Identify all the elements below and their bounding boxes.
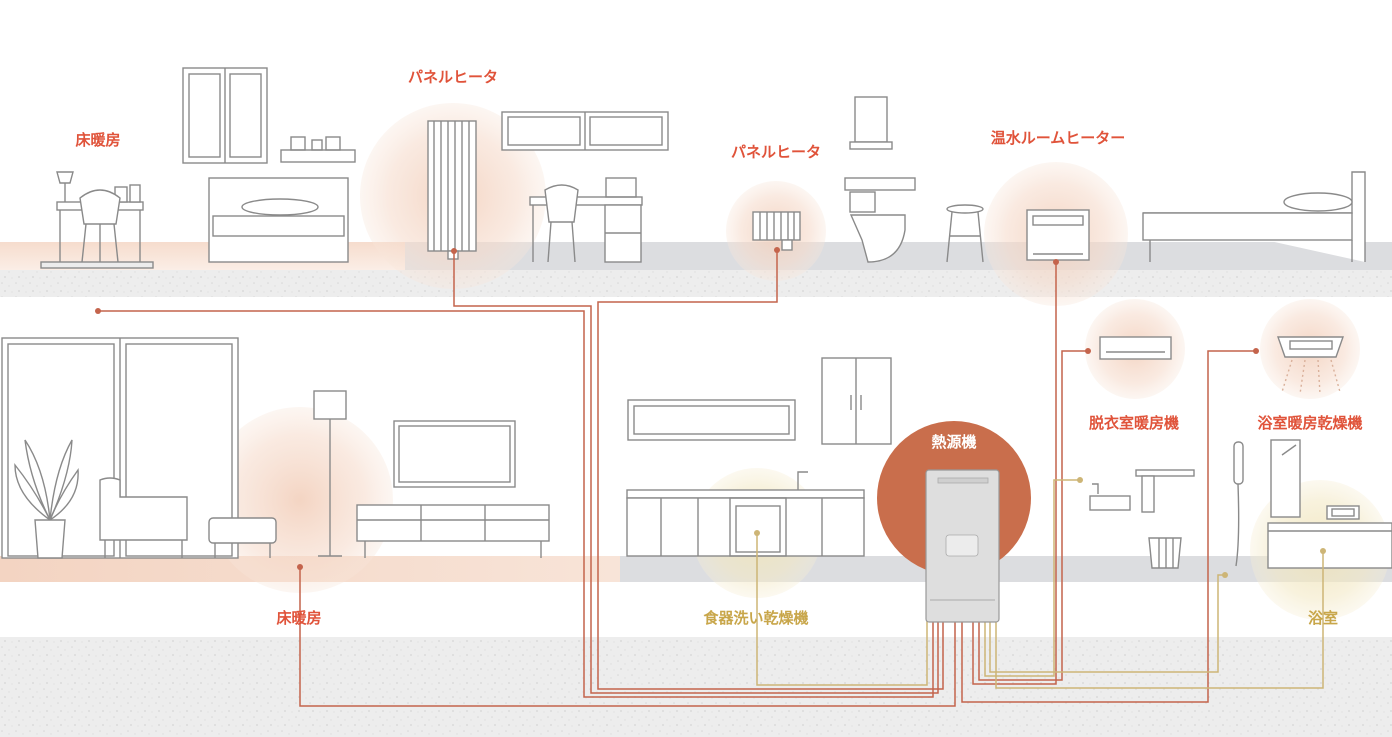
tv-icon — [393, 420, 516, 488]
hot-water-pipes — [756, 479, 1324, 689]
label-floor-heating-lower: 床暖房 — [276, 609, 321, 627]
room-heater-icon — [1026, 209, 1090, 261]
laundry-basket-icon — [1148, 537, 1182, 569]
pipe-end-dot — [1085, 348, 1091, 354]
kitchen-counter-icon — [626, 471, 865, 557]
heating-pipes — [98, 250, 1256, 707]
vertical-radiator-icon — [427, 120, 477, 260]
pipe-end-dot — [451, 248, 457, 254]
pipe-end-dot — [95, 308, 101, 314]
sofa-icon — [99, 477, 188, 558]
bath-control-icon — [1326, 505, 1360, 520]
upper-floor-furniture — [40, 67, 1366, 269]
label-hot-water-room-heater: 温水ルームヒーター — [991, 129, 1126, 147]
ceiling-dryer-icon — [1277, 336, 1344, 395]
heat-source-unit-icon — [925, 469, 1000, 623]
mirror-icon — [1270, 439, 1301, 518]
label-floor-heating-upper: 床暖房 — [75, 131, 120, 149]
ground-texture — [0, 637, 1392, 737]
window-icon — [182, 67, 268, 164]
plant-icon — [14, 439, 79, 559]
label-bathroom: 浴室 — [1308, 609, 1338, 627]
pipe-end-dot — [774, 247, 780, 253]
panel-radiator-icon — [752, 211, 801, 251]
floor-heating-glow-lower — [207, 407, 393, 593]
pipe-end-dot — [297, 564, 303, 570]
lower-floor-slab — [0, 556, 1392, 737]
label-bathroom-dryer: 浴室暖房乾燥機 — [1257, 414, 1362, 432]
tv-stand-icon — [356, 504, 550, 558]
ottoman-icon — [208, 517, 277, 558]
pipe-end-dot — [1253, 348, 1259, 354]
label-dishwasher: 食器洗い乾燥機 — [703, 609, 808, 627]
chair-icon — [79, 189, 121, 263]
pipe-end-dot — [1053, 259, 1059, 265]
wall-heater-icon — [1099, 336, 1172, 360]
tall-cabinet-icon — [821, 357, 892, 445]
label-changing-room-heater: 脱衣室暖房機 — [1089, 414, 1179, 432]
washbasin-icon — [1089, 469, 1195, 513]
label-panel-heater-1: パネルヒータ — [408, 68, 498, 86]
upper-slab-texture — [0, 270, 1392, 297]
label-panel-heater-2: パネルヒータ — [731, 143, 821, 161]
bathtub-icon — [1267, 522, 1392, 569]
stool-icon — [946, 204, 984, 263]
long-window-icon — [501, 111, 669, 151]
shower-icon — [1233, 441, 1244, 567]
desk-icon-2 — [529, 177, 643, 263]
lower-floor-furniture — [1, 336, 1392, 569]
bed-icon-right — [1142, 171, 1366, 262]
wall-shelf-icon — [280, 136, 356, 163]
floor-lamp-icon — [313, 390, 347, 557]
piping-network — [95, 247, 1326, 707]
bed-icon — [208, 177, 349, 263]
pipe-end-dot — [1077, 477, 1083, 483]
labels: 床暖房 パネルヒータ パネルヒータ 温水ルームヒーター 脱衣室暖房機 浴室暖房乾… — [75, 68, 1362, 627]
toilet-icon — [844, 96, 916, 263]
label-heat-source: 熱源機 — [931, 433, 976, 451]
pipe-end-dot — [754, 530, 760, 536]
range-hood-icon — [627, 399, 796, 441]
pipe-end-dot — [1222, 572, 1228, 578]
pipe-end-dot — [1320, 548, 1326, 554]
